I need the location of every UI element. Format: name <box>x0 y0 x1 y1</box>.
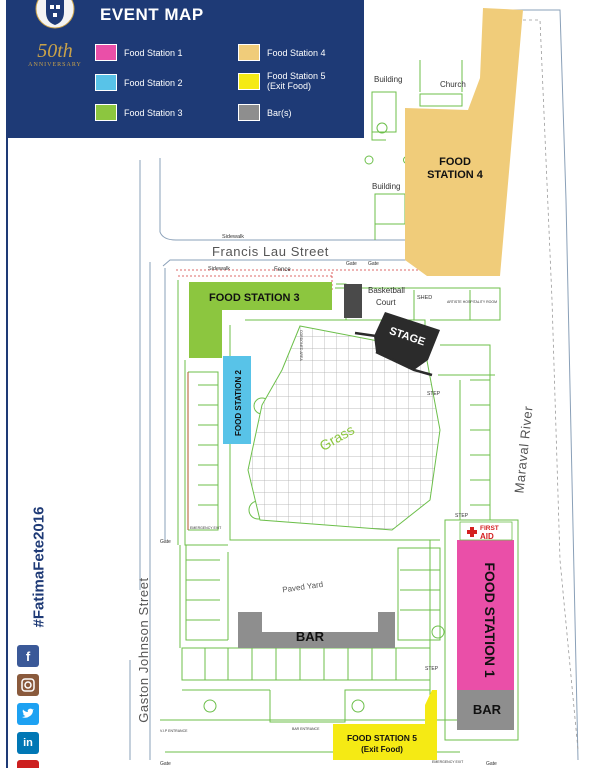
legend-label: Food Station 5 (Exit Food) <box>267 71 326 91</box>
artiste-room-label: ARTISTE HOSPITALITY ROOM <box>447 300 497 304</box>
gate-label-1: Gate <box>346 261 357 267</box>
step-label-3: STEP <box>425 666 439 672</box>
bar-1-label: BAR <box>296 629 325 644</box>
food-station-4-label-a: FOOD <box>439 156 471 168</box>
crest-logo <box>35 0 75 29</box>
compound-outline <box>160 280 519 753</box>
stage-front <box>354 331 433 377</box>
linkedin-icon[interactable]: in <box>17 732 39 754</box>
street-gaston-johnson: Gaston Johnson Street <box>136 577 151 723</box>
building-label-2: Building <box>372 182 400 191</box>
food-station-3-area <box>189 282 332 358</box>
twitter-icon[interactable] <box>17 703 39 725</box>
first-aid-label-a: FIRST <box>480 525 499 532</box>
gate-label-2: Gate <box>368 261 379 267</box>
sidewalk-label-1: Sidewalk <box>222 234 244 240</box>
facebook-icon[interactable]: f <box>17 645 39 667</box>
hashtag-text: #FatimaFete2016 <box>30 506 48 628</box>
legend-item-bars: Bar(s) <box>238 104 292 121</box>
gate-label-5: Gate <box>486 761 497 767</box>
legend-label: Food Station 3 <box>124 107 183 118</box>
building-label-1: Building <box>374 75 402 84</box>
anniversary-badge: 50th ANNIVERSARY <box>22 40 88 68</box>
food-station-2-area <box>223 356 251 444</box>
cordoned-area-label: CORDONED AREA <box>299 330 303 361</box>
legend-item-food-station-3: Food Station 3 <box>95 104 183 121</box>
paved-yard-label: Paved Yard <box>282 580 324 595</box>
step-label-2: STEP <box>455 513 469 519</box>
basketball-label-a: Basketball <box>368 286 405 295</box>
bar-2-label: BAR <box>473 702 502 717</box>
fence-label: Fence <box>274 267 291 273</box>
emergency-exit-label-2: EMERGENCY EXIT <box>432 760 464 764</box>
food-station-3-label: FOOD STATION 3 <box>209 292 300 304</box>
legend-item-food-station-4: Food Station 4 <box>238 44 326 61</box>
food-station-4-area <box>405 8 523 276</box>
gate-label-4: Gate <box>160 761 171 767</box>
sidewalk-label-2: Sidewalk <box>208 266 230 272</box>
basketball-hoop <box>344 284 362 318</box>
food-station-5-area <box>333 690 437 760</box>
step-label-1: STEP <box>427 391 441 397</box>
bar-entrance-label: BAR ENTRANCE <box>292 727 320 731</box>
fence-line <box>176 269 420 290</box>
gate-label-3: Gate <box>160 539 171 545</box>
legend-label: Food Station 4 <box>267 47 326 58</box>
church-label: Church <box>440 80 466 89</box>
food-station-5-label-a: FOOD STATION 5 <box>347 733 417 743</box>
legend-swatch <box>95 74 117 91</box>
food-station-4-label-b: STATION 4 <box>427 169 484 181</box>
roads <box>129 9 579 761</box>
camera-glyph <box>21 678 35 692</box>
youtube-icon[interactable] <box>17 760 39 768</box>
stage-area <box>374 312 440 370</box>
legend-label: Food Station 1 <box>124 47 183 58</box>
bird-glyph <box>22 708 34 718</box>
maraval-river-label: Maraval River <box>511 405 535 494</box>
anniversary-word: ANNIVERSARY <box>28 62 82 68</box>
vip-entrance-label: V.I.P ENTRANCE <box>160 729 188 733</box>
legend-swatch <box>238 44 260 61</box>
legend-item-food-station-1: Food Station 1 <box>95 44 183 61</box>
bar-1-area <box>238 612 395 648</box>
grass-field <box>247 325 441 531</box>
page-title: EVENT MAP <box>100 5 204 24</box>
food-station-1-label: FOOD STATION 1 <box>482 562 498 678</box>
basketball-label-b: Court <box>376 298 396 307</box>
food-station-2-label: FOOD STATION 2 <box>234 369 243 435</box>
legend-label: Bar(s) <box>267 107 292 118</box>
legend-swatch <box>238 72 260 90</box>
river-banks <box>505 19 579 751</box>
legend-swatch <box>95 104 117 121</box>
first-aid-cross-icon <box>467 527 477 537</box>
legend-label: Food Station 2 <box>124 77 183 88</box>
first-aid-label-b: AID <box>480 532 494 541</box>
street-francis-lau: Francis Lau Street <box>212 244 329 259</box>
left-border <box>6 138 8 768</box>
food-station-1-area <box>457 540 514 690</box>
anniversary-number: 50th <box>37 40 73 62</box>
legend-swatch <box>95 44 117 61</box>
emergency-exit-label: EMERGENCY EXIT <box>190 526 222 530</box>
hashtag-vertical: #FatimaFete2016 <box>30 492 48 642</box>
food-station-5-label-b: (Exit Food) <box>361 745 403 754</box>
instagram-icon[interactable] <box>17 674 39 696</box>
bar-2-area <box>457 690 514 730</box>
legend-item-food-station-5: Food Station 5 (Exit Food) <box>238 71 337 91</box>
shed-label: SHED <box>417 295 432 301</box>
legend-item-food-station-2: Food Station 2 <box>95 74 183 91</box>
legend-swatch <box>238 104 260 121</box>
legend-header: 50th ANNIVERSARY EVENT MAP Food Station … <box>6 0 364 138</box>
